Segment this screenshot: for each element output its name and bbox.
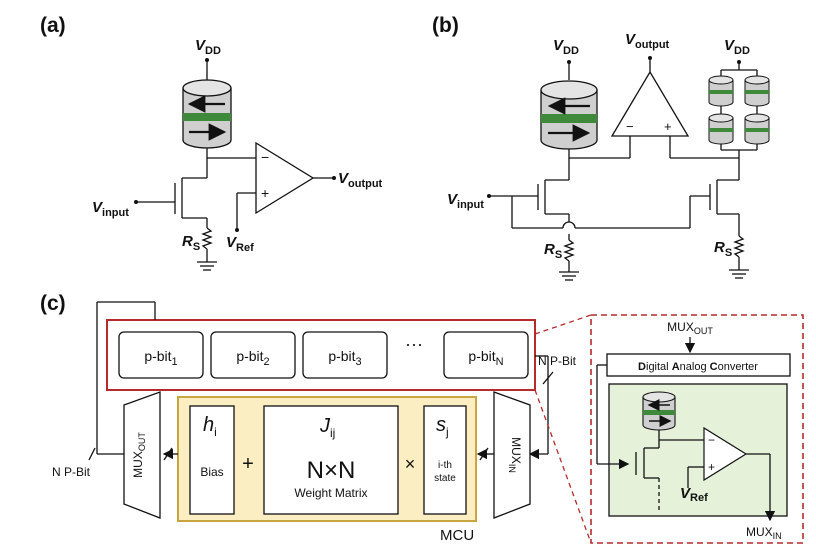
rs-right-label: RS (714, 239, 732, 259)
panel-b-label: (b) (432, 14, 459, 37)
dac-label: Digital Analog Converter (638, 361, 758, 373)
svg-text:MUXIN: MUXIN (507, 437, 523, 473)
svg-text:p-bit2: p-bit2 (236, 348, 269, 368)
panel-a-label: (a) (40, 14, 66, 37)
rs-left-label: RS (544, 241, 562, 261)
svg-text:Jij: Jij (319, 415, 335, 440)
pbit-n: p-bitN (443, 331, 529, 379)
bias-box: hi Bias (189, 405, 235, 515)
svg-text:−: − (626, 119, 634, 134)
times-operator: × (405, 454, 416, 474)
svg-text:p-bitN: p-bitN (468, 348, 503, 368)
inset-mux-out-label: MUXOUT (667, 320, 713, 336)
svg-text:i-th: i-th (438, 460, 452, 471)
svg-text:−: − (708, 433, 715, 447)
state-box: sj i-th state (423, 405, 467, 515)
vinput-label: Vinput (92, 199, 129, 219)
plus-operator: + (242, 453, 254, 475)
svg-text:Weight Matrix: Weight Matrix (294, 486, 367, 500)
inset-vref-label: VRef (680, 485, 708, 504)
mtj-magnet-icon (642, 391, 676, 431)
voutput-label: Voutput (338, 170, 383, 190)
svg-text:+: + (708, 460, 715, 474)
pbit-array-frame (106, 319, 536, 391)
nmos-transistor-icon (635, 447, 660, 510)
nmos-transistor-icon (174, 177, 207, 219)
inset-mux-in-label: MUXIN (746, 525, 782, 541)
pbit-3: p-bit3 (302, 331, 388, 379)
mux-out-icon: MUXOUT (123, 391, 161, 519)
svg-text:+: + (664, 119, 672, 134)
svg-text:MUXOUT: MUXOUT (131, 432, 147, 478)
panel-a: (a) VDD Vinput R (40, 14, 383, 271)
vdd-label: VDD (195, 37, 221, 57)
mtj-array-icon (708, 75, 770, 145)
vref-label: VRef (226, 234, 254, 254)
mux-in-icon: MUXIN (493, 391, 531, 519)
inset-circuit-area (608, 383, 788, 517)
pbit-2: p-bit2 (210, 331, 296, 379)
svg-text:N×N: N×N (307, 457, 356, 484)
svg-text:Bias: Bias (200, 465, 223, 479)
op-amp-icon: − + (610, 70, 690, 137)
vdd-left-label: VDD (553, 37, 579, 57)
mtj-magnet-icon (182, 79, 232, 149)
pbit-1: p-bit1 (118, 331, 204, 379)
weight-matrix-box: Jij N×N Weight Matrix (263, 405, 399, 515)
vdd-right-label: VDD (724, 37, 750, 57)
svg-text:p-bit1: p-bit1 (144, 348, 177, 368)
voutput-label: Voutput (625, 31, 670, 51)
op-amp-icon: − + (703, 426, 748, 482)
vinput-label: Vinput (447, 191, 484, 211)
panel-c-label: (c) (40, 292, 66, 315)
pbit-ellipsis: ··· (405, 334, 423, 354)
svg-text:sj: sj (436, 414, 449, 439)
rs-label: RS (182, 233, 200, 253)
nmos-transistor-icon (709, 179, 739, 215)
n-pbit-right-label: N P-Bit (538, 354, 577, 368)
svg-text:hi: hi (203, 414, 217, 439)
mcu-label: MCU (440, 527, 474, 544)
mtj-magnet-icon (540, 80, 598, 150)
op-amp-icon: − + (255, 141, 315, 215)
svg-text:p-bit3: p-bit3 (328, 348, 361, 368)
svg-text:state: state (434, 473, 456, 484)
nmos-transistor-icon (537, 179, 569, 215)
pbit-detail-inset: MUXOUT Digital Analog Converter (590, 314, 804, 544)
n-pbit-left-label: N P-Bit (52, 465, 91, 479)
svg-text:+: + (261, 185, 269, 201)
panel-c: (c) p-bit1 p-bit2 p-bit3 ··· p-bitN N P-… (40, 292, 804, 544)
panel-b: (b) VDD − + Voutput (432, 14, 770, 281)
svg-text:−: − (261, 149, 269, 165)
